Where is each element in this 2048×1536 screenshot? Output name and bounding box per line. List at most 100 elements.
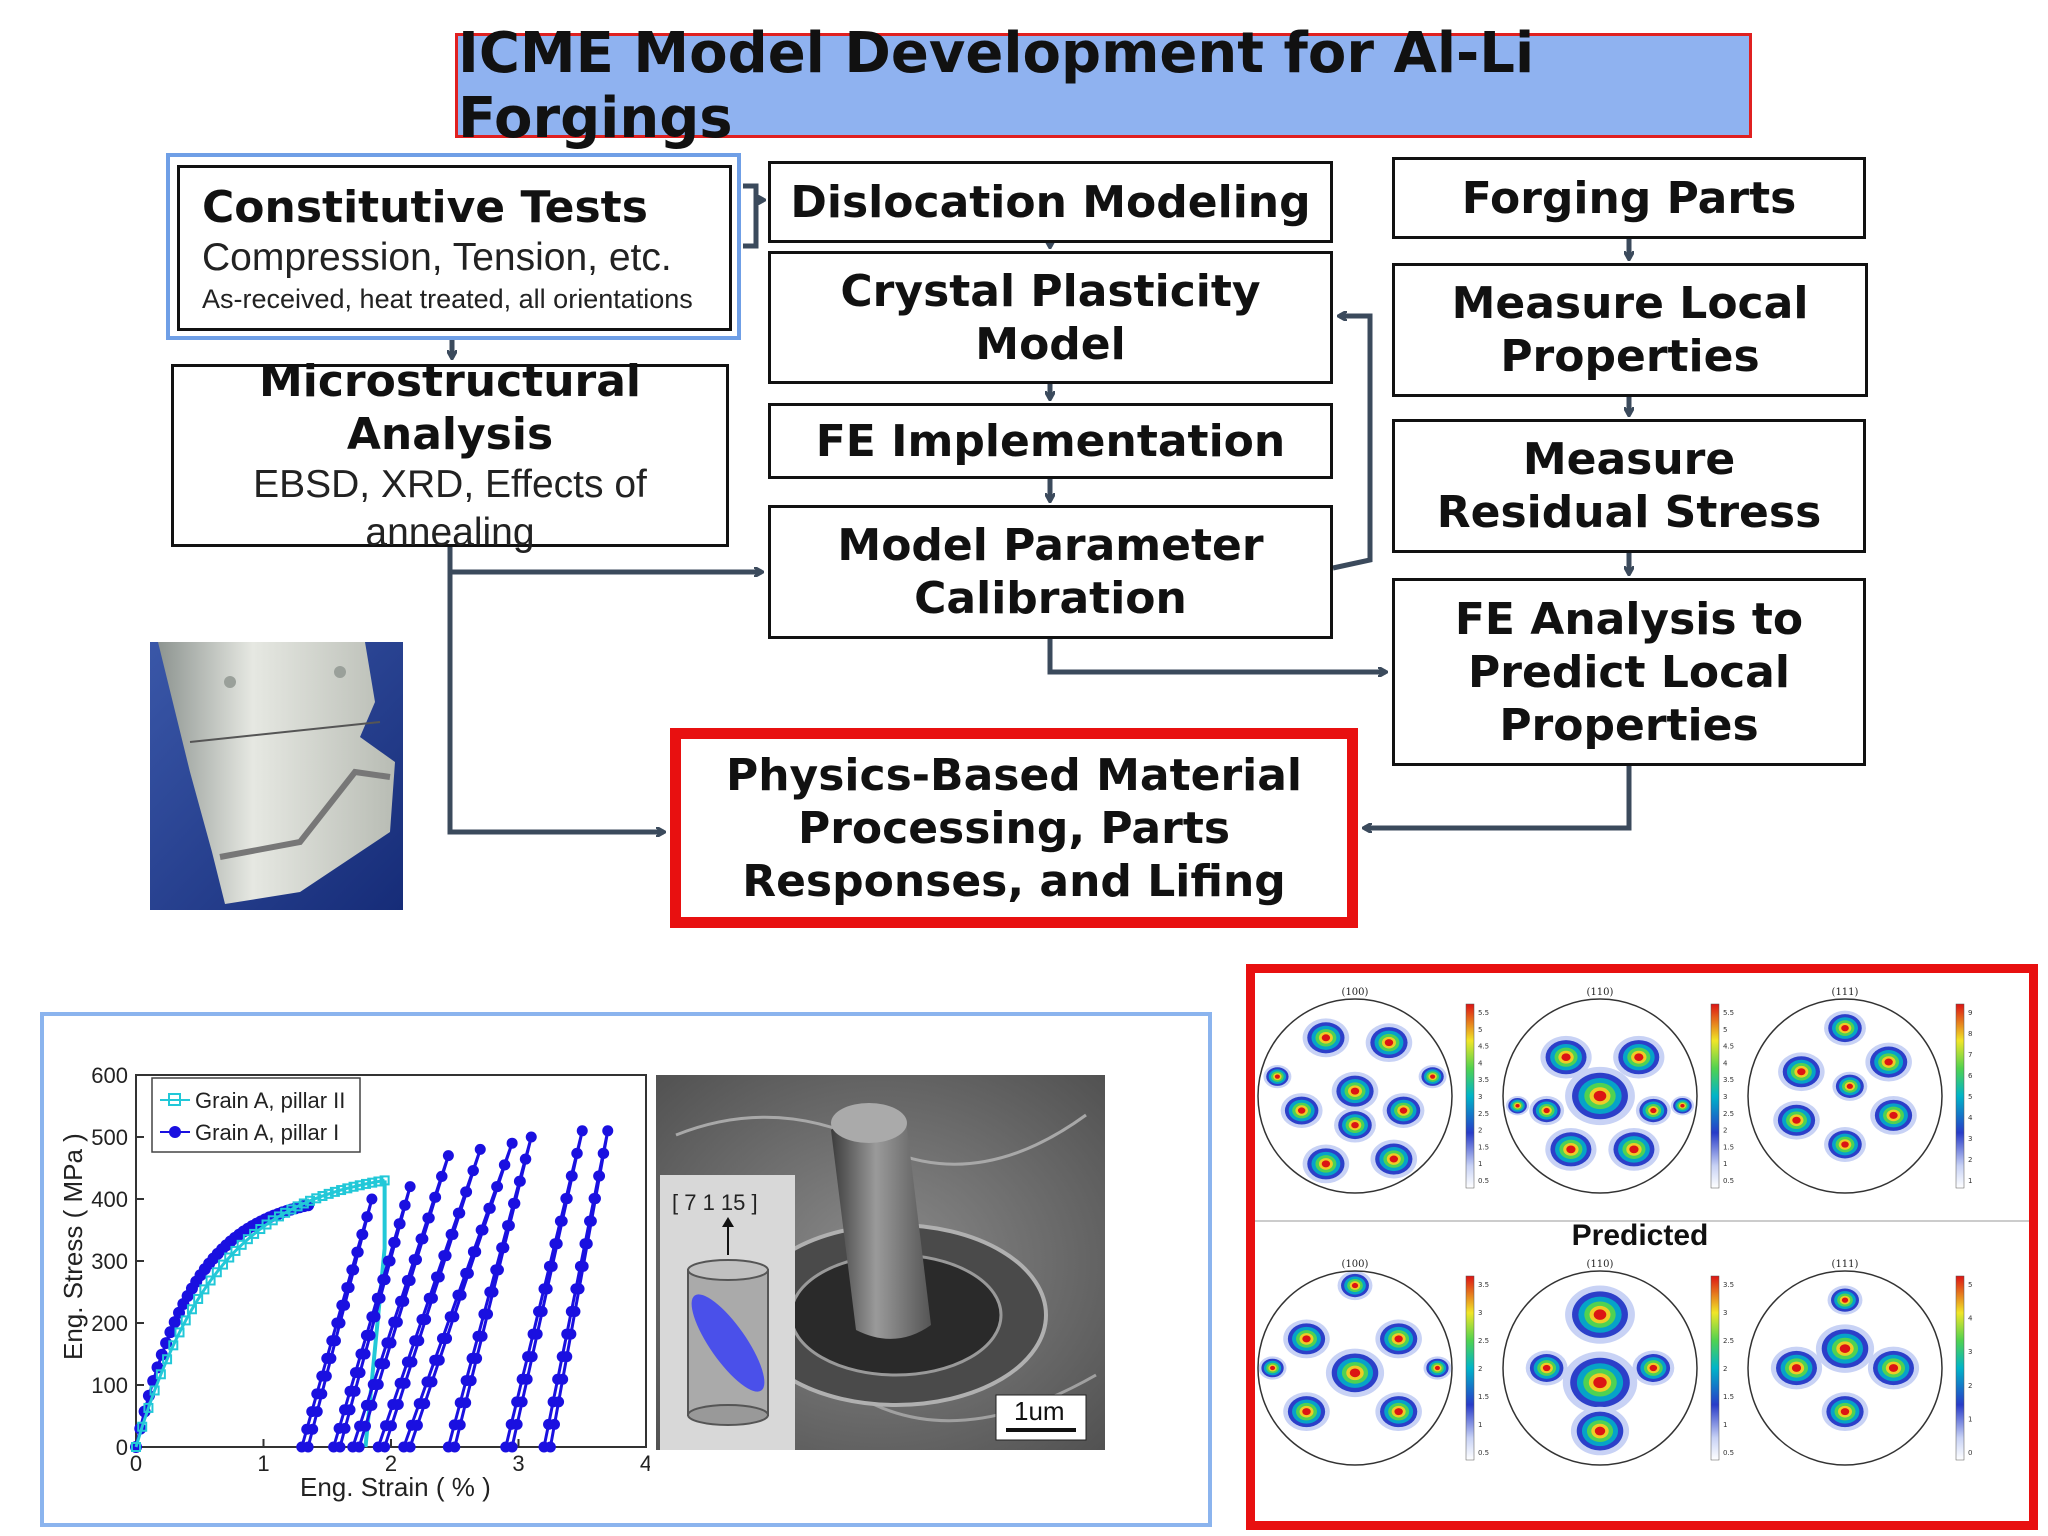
scale-tick: 3.5: [1723, 1281, 1734, 1289]
scale-tick: 0.5: [1723, 1177, 1734, 1185]
scale-tick: 1.5: [1723, 1143, 1734, 1151]
residual-line1: Measure: [1522, 434, 1736, 485]
pole-figures-predicted: (100)3.532.521.510.5(110)3.532.521.510.5…: [1257, 1259, 1973, 1466]
scale-tick: 1: [1478, 1421, 1482, 1429]
measure-local-line2: Properties: [1500, 331, 1760, 382]
pillar-i-loop-1: [328, 1181, 416, 1453]
legend-pillar-ii: Grain A, pillar II: [195, 1088, 345, 1113]
residual-line2: Residual Stress: [1436, 487, 1822, 538]
x-tick-3: 3: [512, 1451, 524, 1476]
measure-local-line1: Measure Local: [1451, 278, 1809, 329]
pole-figure-bottom-0: (100)3.532.521.510.5: [1257, 1259, 1489, 1466]
dislocation-modeling-box: Dislocation Modeling: [768, 161, 1333, 243]
y-axis-label: Eng. Stress ( MPa ): [58, 1133, 88, 1360]
micro-title-line2: Analysis: [346, 408, 554, 460]
dislocation-label: Dislocation Modeling: [790, 176, 1311, 228]
pillar-i-loading: [130, 1199, 315, 1453]
scale-tick: 2: [1723, 1127, 1727, 1135]
scale-tick: 2: [1968, 1382, 1972, 1390]
scale-tick: 5: [1478, 1026, 1482, 1034]
scale-tick: 0.5: [1478, 1177, 1489, 1185]
forging-parts-box: Forging Parts: [1392, 157, 1866, 239]
y-tick-600: 600: [91, 1063, 128, 1088]
scale-tick: 0.5: [1723, 1449, 1734, 1457]
scale-tick: 5.5: [1723, 1009, 1734, 1017]
scale-tick: 5: [1968, 1281, 1972, 1289]
pole-figure-bottom-1: (110)3.532.521.510.5: [1502, 1259, 1734, 1466]
bracket-connector: [743, 183, 759, 249]
constitutive-title: Constitutive Tests: [202, 181, 648, 233]
pillar-i-loop-0: [296, 1193, 378, 1453]
scale-tick: 1: [1968, 1415, 1972, 1423]
scale-tick: 6: [1968, 1072, 1973, 1080]
scale-tick: 1.5: [1478, 1143, 1489, 1151]
scale-tick: 3.5: [1478, 1076, 1489, 1084]
scale-tick: 1: [1478, 1160, 1482, 1168]
scale-tick: 3.5: [1723, 1076, 1734, 1084]
scale-tick: 3: [1723, 1093, 1727, 1101]
physics-line1: Physics-Based Material: [725, 749, 1303, 801]
pillar-i-loop-4: [398, 1137, 518, 1453]
scale-tick: 3: [1723, 1309, 1727, 1317]
pole-label-top-2: (111): [1832, 987, 1859, 998]
pillar-i-loop-2: [347, 1150, 454, 1453]
scale-tick: 4: [1478, 1059, 1483, 1067]
sem-micropillar-image: [ 7 1 15 ] 1um: [656, 1075, 1105, 1450]
scale-tick: 1.5: [1723, 1393, 1734, 1401]
scale-tick: 0: [1968, 1449, 1972, 1457]
crystal-plasticity-box: Crystal Plasticity Model: [768, 251, 1333, 384]
scale-tick: 5: [1968, 1093, 1972, 1101]
scale-tick: 5: [1723, 1026, 1727, 1034]
scale-tick: 3: [1968, 1135, 1972, 1143]
constitutive-tests-box: Constitutive Tests Compression, Tension,…: [177, 165, 732, 331]
pillar-i-loop-6: [500, 1125, 588, 1453]
crystal-direction-label: [ 7 1 15 ]: [672, 1190, 758, 1215]
constitutive-highlight-frame: [166, 153, 741, 340]
pole-label-top-0: (100): [1342, 987, 1369, 998]
physics-based-box: Physics-Based Material Processing, Parts…: [670, 728, 1358, 928]
pole-figures-measured: (100)5.554.543.532.521.510.5(110)5.554.5…: [1257, 987, 1973, 1194]
x-tick-4: 4: [640, 1451, 650, 1476]
pole-figures: (100)5.554.543.532.521.510.5(110)5.554.5…: [1255, 987, 2029, 1466]
calib-line1: Model Parameter: [837, 520, 1264, 571]
measure-local-box: Measure Local Properties: [1392, 263, 1868, 397]
pillar-i-loop-5: [442, 1131, 537, 1453]
x-tick-2: 2: [385, 1451, 397, 1476]
physics-line2: Processing, Parts: [797, 802, 1231, 854]
scale-tick: 0.5: [1478, 1449, 1489, 1457]
stress-strain-curves: [130, 1125, 614, 1453]
scale-tick: 8: [1968, 1030, 1972, 1038]
calib-line2: Calibration: [914, 573, 1187, 624]
scale-tick: 2.5: [1723, 1337, 1734, 1345]
x-tick-0: 0: [130, 1451, 142, 1476]
pole-figure-top-0: (100)5.554.543.532.521.510.5: [1257, 987, 1489, 1194]
arrow-fe-analysis-to-physics: [1364, 766, 1632, 828]
legend-pillar-i: Grain A, pillar I: [195, 1120, 339, 1145]
pole-figure-top-1: (110)5.554.543.532.521.510.5: [1502, 987, 1734, 1194]
pillar-i-loop-7: [538, 1125, 614, 1453]
scale-tick: 5.5: [1478, 1009, 1489, 1017]
scale-tick: 3: [1968, 1348, 1972, 1356]
constitutive-line1: Compression, Tension, etc.: [202, 235, 672, 279]
predicted-label: Predicted: [1571, 1219, 1709, 1252]
fe-analysis-line3: Properties: [1499, 699, 1759, 751]
scale-tick: 1.5: [1478, 1393, 1489, 1401]
scale-tick: 4.5: [1723, 1043, 1734, 1051]
scale-tick: 2: [1478, 1127, 1482, 1135]
y-tick-500: 500: [91, 1125, 128, 1150]
arrow-micro-to-physics: [447, 572, 664, 832]
page-title: ICME Model Development for Al-Li Forging…: [458, 20, 1535, 151]
plot-legend: Grain A, pillar II Grain A, pillar I: [151, 1077, 361, 1153]
scale-tick: 2.5: [1478, 1110, 1489, 1118]
pole-label-bottom-2: (111): [1832, 1259, 1859, 1270]
scale-tick: 4: [1968, 1114, 1973, 1122]
pole-label-bottom-0: (100): [1342, 1259, 1369, 1270]
scale-tick: 2: [1478, 1365, 1482, 1373]
arrow-calib-to-fe-analysis: [1047, 639, 1386, 672]
scale-tick: 3: [1478, 1093, 1482, 1101]
pole-label-top-1: (110): [1587, 987, 1614, 998]
fe-analysis-line2: Predict Local: [1468, 646, 1790, 698]
